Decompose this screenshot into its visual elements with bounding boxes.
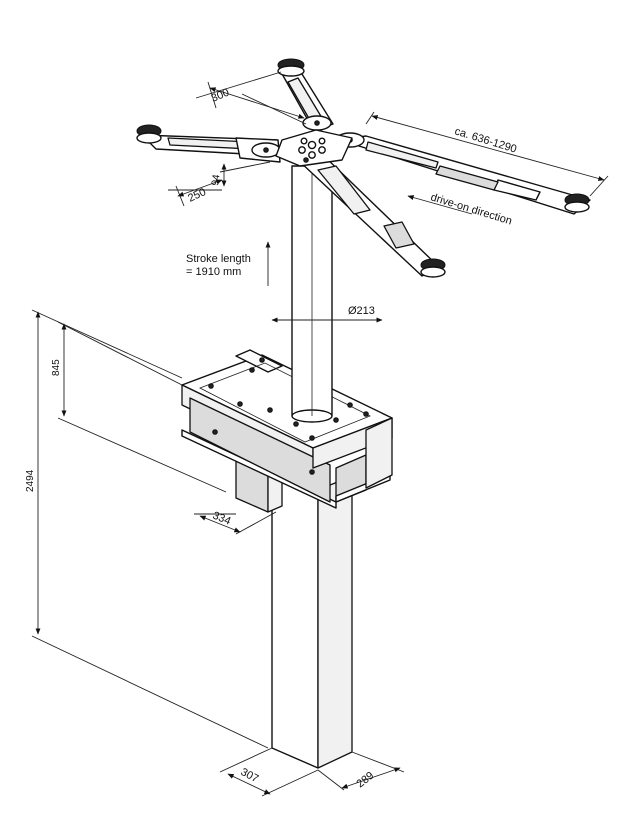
dim-307: 307: [239, 766, 261, 785]
dim-334: 334: [211, 510, 233, 528]
drive-on-label: drive-on direction: [429, 191, 513, 227]
arm-left: [136, 124, 283, 163]
stroke-label-line2: = 1910 mm: [186, 266, 241, 278]
dim-289: 289: [354, 770, 376, 791]
stroke-label-line1: Stroke length: [186, 253, 251, 265]
arm-hub: [275, 129, 353, 167]
frame-beam: [181, 349, 393, 509]
dimension-lines: [31, 71, 609, 797]
frame-bolts: [208, 357, 369, 475]
base-column: [235, 457, 353, 769]
dim-94: 94: [210, 173, 223, 186]
dim-2494: 2494: [25, 469, 36, 492]
piston: [291, 165, 333, 423]
dim-845: 845: [51, 359, 62, 376]
dim-arm-range: ca. 636-1290: [453, 125, 518, 155]
dim-250: 250: [186, 186, 208, 205]
arm-top: [277, 58, 334, 132]
dim-diameter: Ø213: [348, 305, 375, 317]
arm-front: [297, 153, 446, 278]
